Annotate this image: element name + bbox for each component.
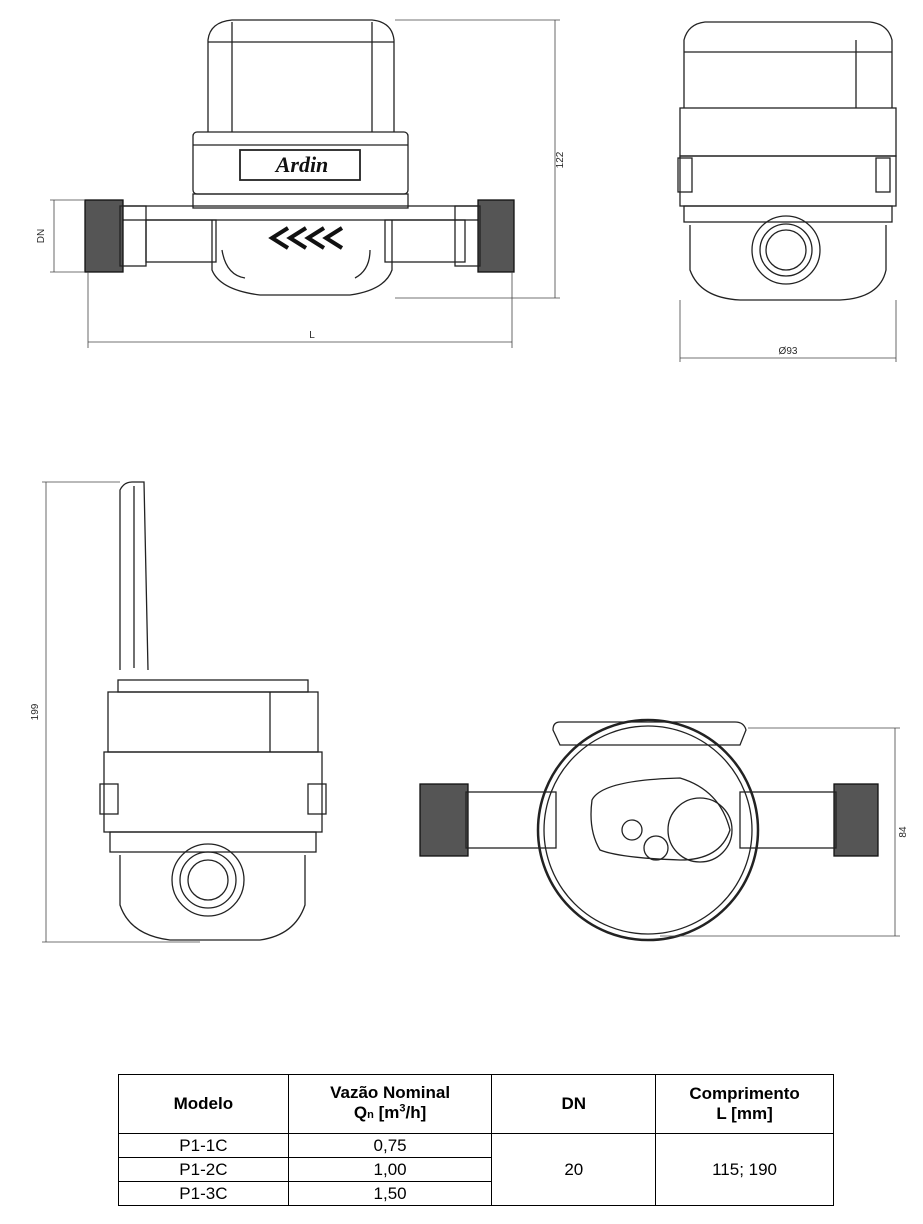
header-vazao-unit-sup: 3 — [399, 1102, 406, 1115]
header-modelo-text: Modelo — [173, 1094, 234, 1113]
spec-table: Modelo Vazão Nominal Qn [m3/h] DN Compri… — [118, 1074, 834, 1206]
header-vazao-q-sub: n — [367, 1109, 374, 1121]
table-header-row: Modelo Vazão Nominal Qn [m3/h] DN Compri… — [118, 1074, 834, 1134]
header-dn: DN — [491, 1074, 657, 1134]
header-vazao-q: Q — [353, 1103, 368, 1122]
cell-vazao: 1,00 — [287, 1157, 493, 1182]
brand-label: Ardin — [274, 152, 329, 177]
side-view — [677, 21, 897, 301]
side-view-open — [99, 481, 327, 941]
cell-vazao: 1,50 — [287, 1181, 493, 1206]
dim-height-open: 199 — [30, 703, 41, 720]
header-comprimento-line2: L [mm] — [716, 1104, 773, 1123]
dim-diameter: Ø93 — [779, 346, 798, 357]
cell-modelo: P1-1C — [118, 1133, 289, 1158]
side-dimensions — [679, 300, 897, 362]
header-comprimento-line1: Comprimento — [689, 1084, 800, 1103]
front-dimensions — [50, 19, 560, 348]
header-comprimento: Comprimento L [mm] — [655, 1074, 834, 1134]
top-view — [419, 718, 879, 942]
cell-vazao: 0,75 — [287, 1133, 493, 1158]
open-dimensions — [42, 481, 200, 943]
top-dimensions — [660, 727, 900, 937]
header-vazao: Vazão Nominal Qn [m3/h] — [287, 1074, 493, 1134]
cell-dn: 20 — [491, 1133, 657, 1206]
header-dn-text: DN — [561, 1094, 587, 1113]
front-view — [84, 19, 515, 296]
cell-comprimento: 115; 190 — [655, 1133, 834, 1206]
table-row: P1-3C 1,50 — [118, 1181, 834, 1206]
header-vazao-unit-post: /h] — [405, 1103, 427, 1122]
cell-modelo: P1-2C — [118, 1157, 289, 1182]
dim-dn: DN — [36, 229, 47, 243]
cell-modelo: P1-3C — [118, 1181, 289, 1206]
dim-length: L — [309, 330, 315, 341]
header-vazao-unit-pre: [m — [373, 1103, 400, 1122]
table-row: P1-2C 1,00 — [118, 1157, 834, 1182]
dim-height-front: 122 — [555, 151, 566, 168]
header-vazao-line1: Vazão Nominal — [330, 1083, 451, 1102]
table-row: P1-1C 0,75 20 115; 190 — [118, 1133, 834, 1206]
dim-height-top: 84 — [898, 826, 909, 838]
header-modelo: Modelo — [118, 1074, 289, 1134]
